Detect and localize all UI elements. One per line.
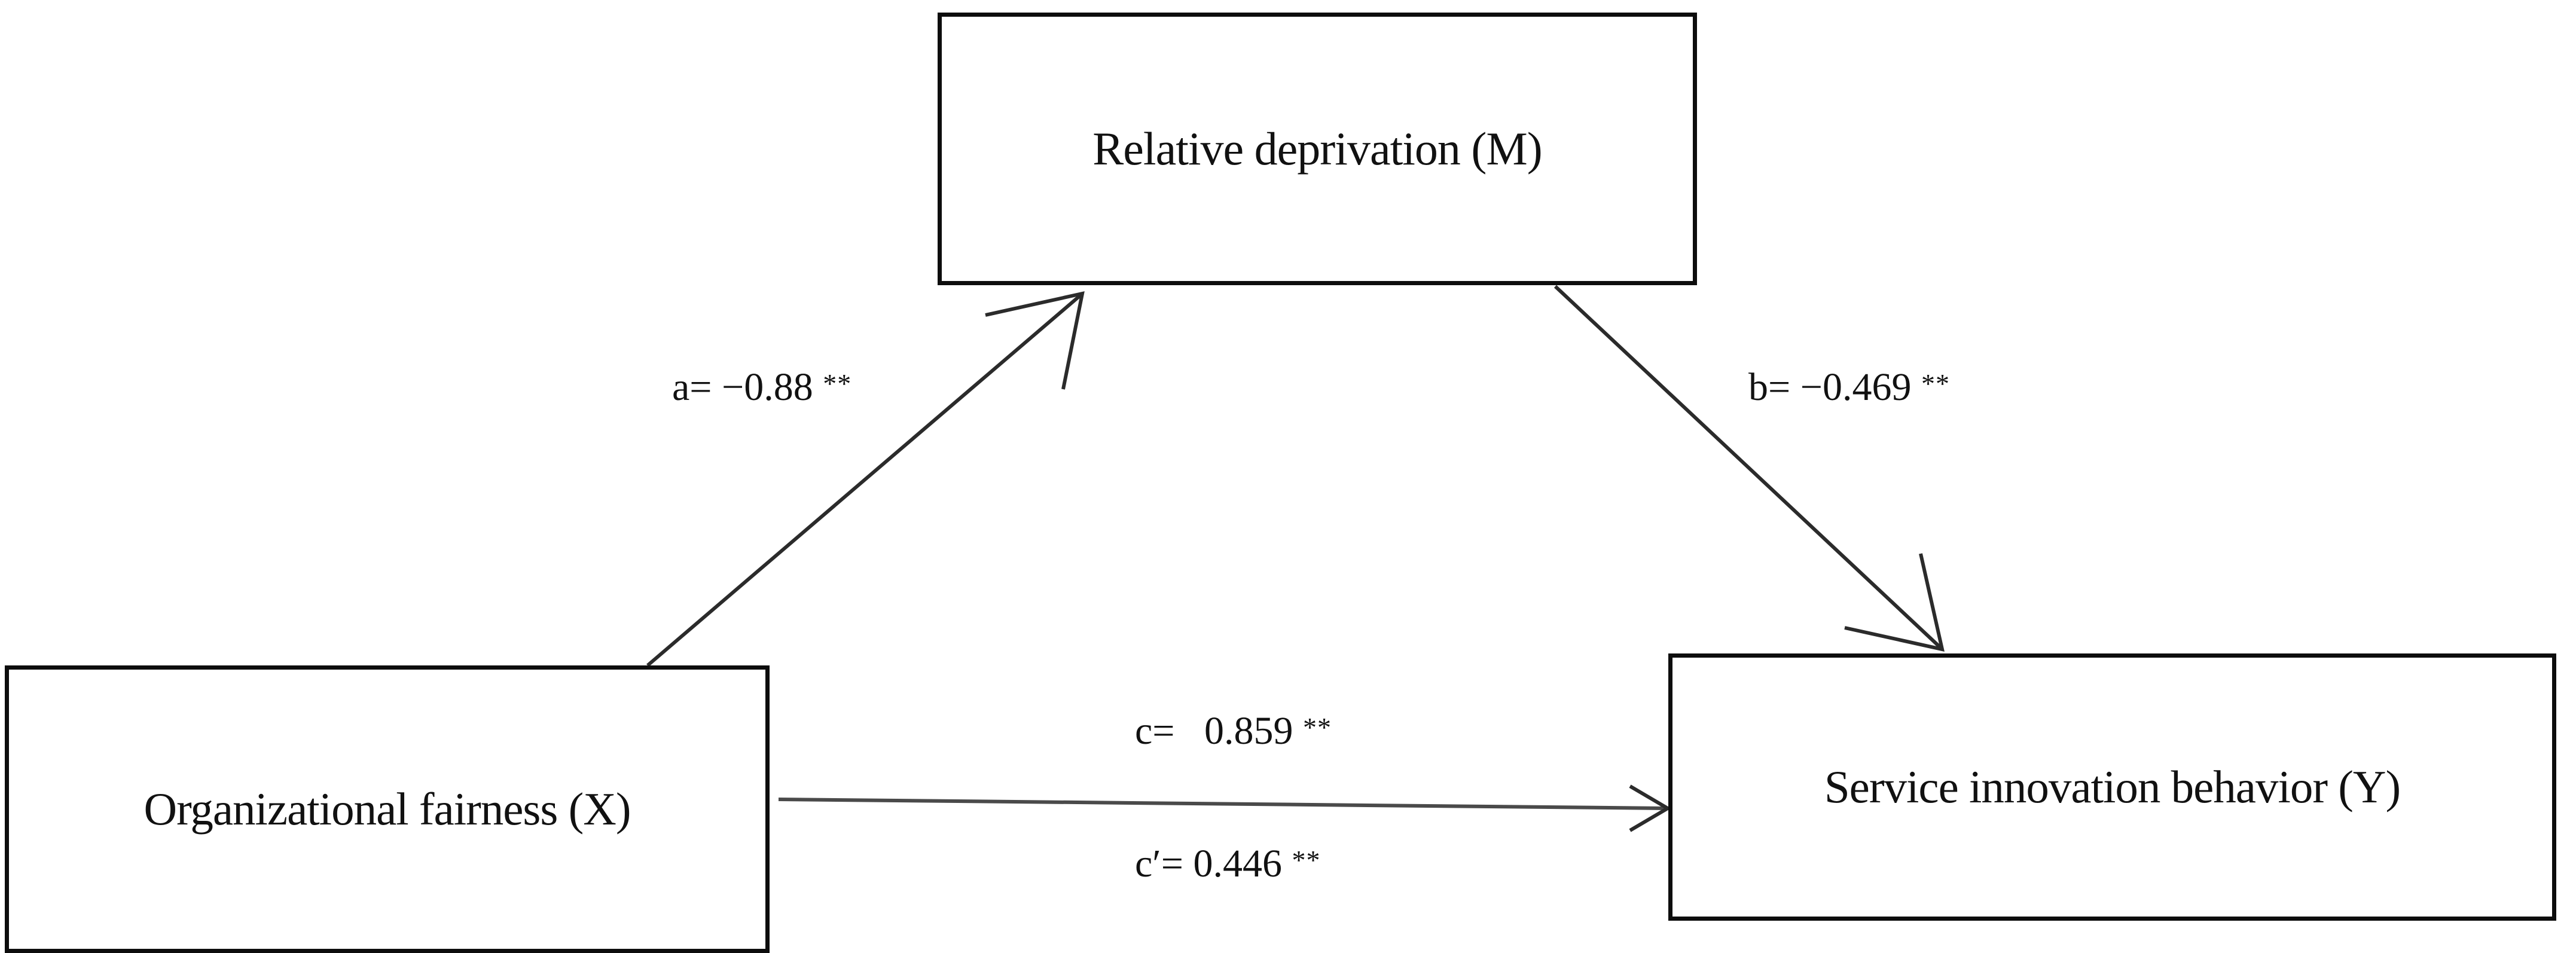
- path-c-value: 0.859: [1174, 709, 1304, 753]
- path-b-arrow: [1553, 285, 1945, 652]
- node-label-dependent: Service innovation behavior (Y): [1824, 761, 2401, 813]
- path-b-value: −0.469: [1790, 365, 1921, 409]
- path-c-name: c=: [1135, 709, 1175, 753]
- node-label-mediator: Relative deprivation (M): [1092, 123, 1542, 175]
- path-c-arrow: [778, 784, 1671, 832]
- path-label-b: b= −0.469 **: [1748, 368, 1950, 407]
- path-a-name: a=: [672, 365, 712, 409]
- node-box-dependent[interactable]: Service innovation behavior (Y): [1668, 653, 2556, 921]
- path-c-prime-name: c′=: [1135, 842, 1183, 885]
- path-label-c: c= 0.859 **: [1135, 711, 1332, 751]
- path-c-prime-significance: **: [1292, 845, 1321, 875]
- path-c-prime-value: 0.446: [1183, 842, 1292, 885]
- node-box-independent[interactable]: Organizational fairness (X): [5, 665, 770, 953]
- path-a-value: −0.88: [712, 365, 823, 409]
- node-box-mediator[interactable]: Relative deprivation (M): [938, 13, 1697, 285]
- node-label-independent: Organizational fairness (X): [144, 783, 631, 835]
- path-c-significance: **: [1303, 712, 1332, 743]
- path-a-significance: **: [823, 368, 852, 399]
- path-a-arrow: [646, 291, 1085, 667]
- path-b-name: b=: [1748, 365, 1791, 409]
- path-label-a: a= −0.88 **: [672, 368, 851, 407]
- path-b-significance: **: [1921, 368, 1950, 399]
- path-label-c-prime: c′= 0.446 **: [1135, 844, 1320, 884]
